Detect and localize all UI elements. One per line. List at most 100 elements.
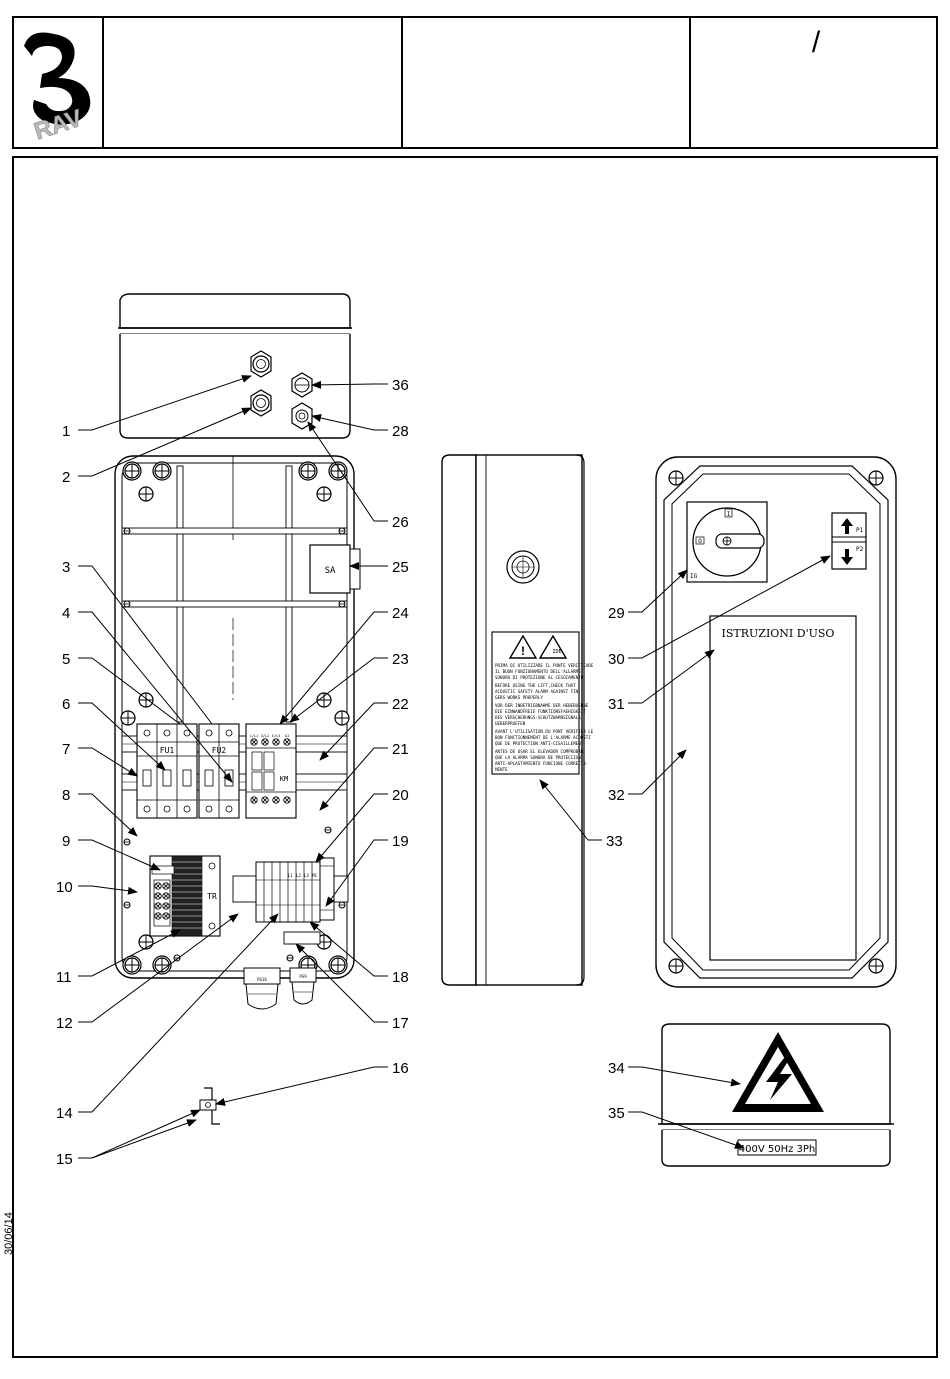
callout-3: 3 xyxy=(62,559,70,576)
svg-text:1/L1: 1/L1 xyxy=(250,734,258,738)
callout-20: 20 xyxy=(392,787,409,804)
relay-module xyxy=(319,857,335,921)
callout-numbers: 1 2 3 4 5 6 7 8 9 10 11 12 14 15 16 17 1… xyxy=(56,377,625,1168)
tr-label: TR xyxy=(207,892,217,901)
terminal-block: L1 L2 L3 PE xyxy=(255,861,321,923)
callout-26: 26 xyxy=(392,514,409,531)
panel-bottom-cover-view: 400V 50Hz 3Ph xyxy=(658,1023,894,1167)
warning-line: AVANT L'UTILISATION DU PONT VERIFIER LE xyxy=(495,729,594,734)
down-arrow-icon xyxy=(841,549,853,565)
voltage-plate-text: 400V 50Hz 3Ph xyxy=(739,1144,816,1155)
callout-28: 28 xyxy=(392,423,409,440)
gland-label-pg16: PG16 xyxy=(257,977,267,982)
p2-label: P2 xyxy=(856,546,864,553)
gland-label-pg9: PG9 xyxy=(299,974,307,979)
open-panel-front-view: SA FU1 xyxy=(114,455,361,1010)
callout-4: 4 xyxy=(62,605,70,622)
callout-18: 18 xyxy=(392,969,409,986)
callout-12: 12 xyxy=(56,1015,73,1032)
drawing-frame xyxy=(12,156,938,1358)
sa-box xyxy=(309,544,351,594)
fuse-holder-fu1: FU1 xyxy=(136,723,198,819)
callout-23: 23 xyxy=(392,651,409,668)
cable-gland-28 xyxy=(291,402,313,430)
callout-30: 30 xyxy=(608,651,625,668)
panel-closed-front-view: I O IG P1 P2 ISTRUZIONI D'USO xyxy=(655,456,897,988)
main-switch-ig[interactable]: I O IG xyxy=(686,501,768,583)
callout-31: 31 xyxy=(608,696,625,713)
switch-on-label: I xyxy=(727,511,731,518)
revision-mark: / xyxy=(812,26,821,59)
svg-text:3/L2: 3/L2 xyxy=(261,734,269,738)
callout-8: 8 xyxy=(62,787,70,804)
warning-line: IL BUON FUNZIONAMENTO DELL'ALLARME xyxy=(495,669,581,674)
terminal-label-l2: L2 xyxy=(296,873,301,878)
warning-line: ACOUSTIC SAFETY ALARM AGAINST FIN- xyxy=(495,689,581,694)
contactor-km: KM 1/L1 3/L2 5/L3 A1 xyxy=(245,723,297,819)
p1-label: P1 xyxy=(856,527,864,534)
cable-gland-2 xyxy=(250,389,272,417)
bottom-gland-pg9: PG9 xyxy=(289,967,317,1005)
cable-gland-36 xyxy=(291,372,313,398)
corner-screw xyxy=(122,461,142,481)
warning-line: DES VERSCHERUNGS-SCHUTZWARNSIGNALS xyxy=(495,715,581,720)
callout-2: 2 xyxy=(62,469,70,486)
callout-35: 35 xyxy=(608,1105,625,1122)
callout-22: 22 xyxy=(392,696,409,713)
panel-top-view xyxy=(118,293,352,439)
switch-ig-label: IG xyxy=(690,573,698,580)
high-voltage-warning-icon xyxy=(732,1032,824,1112)
safety-warning-label: ! IDE PRIMA DI UTILIZZARE IL PONTE VERIF… xyxy=(491,631,594,775)
warning-line: QUE DE PROTECTION ANTI-CISAILLEMENT xyxy=(495,741,584,746)
callout-15: 15 xyxy=(56,1151,73,1168)
instructions-plate: ISTRUZIONI D'USO xyxy=(709,615,857,961)
callout-11: 11 xyxy=(56,969,72,986)
sa-label: SA xyxy=(325,566,336,576)
callout-16: 16 xyxy=(392,1060,409,1077)
fuse-holder-fu2: FU2 xyxy=(198,723,240,819)
earth-terminal xyxy=(283,931,321,945)
pushbutton-panel-p1-p2[interactable]: P1 P2 xyxy=(831,512,867,570)
earth-clamp-detail xyxy=(199,1087,220,1125)
warning-line: BEFORE USING THE LIFT,CHECK THAT xyxy=(495,683,576,688)
warning-line: VOR DER INBETRIEBNAHME DER HEBEBUEHNE xyxy=(495,703,589,708)
warning-side-text: IDE xyxy=(552,649,561,655)
callout-7: 7 xyxy=(62,741,70,758)
fu1-label: FU1 xyxy=(160,746,175,755)
callout-10: 10 xyxy=(56,879,73,896)
warning-line: DIE EINWANDFREIE FUNKTIONSFAEHIGKEIT xyxy=(495,709,586,714)
callout-34: 34 xyxy=(608,1060,625,1077)
transformer-tr: TR xyxy=(149,855,221,937)
callout-6: 6 xyxy=(62,696,70,713)
callout-25: 25 xyxy=(392,559,409,576)
callout-33: 33 xyxy=(606,833,623,850)
warning-line: SONORO DI PROTEZIONE AL CESOIAMENTO xyxy=(495,675,584,680)
svg-text:5/L3: 5/L3 xyxy=(272,734,280,738)
warning-line: MENTE xyxy=(495,767,508,772)
date-code: 30/06/14 xyxy=(3,1212,15,1255)
instructions-title: ISTRUZIONI D'USO xyxy=(722,627,835,640)
terminal-label-l3: L3 xyxy=(304,873,309,878)
callout-29: 29 xyxy=(608,605,625,622)
callout-24: 24 xyxy=(392,605,409,622)
warning-line: ANTES DE USAR EL ELEVADOR COMPROBAR xyxy=(495,749,584,754)
bottom-gland-pg16: PG16 xyxy=(243,967,281,1010)
switch-off-label: O xyxy=(698,538,702,545)
terminal-label-pe: PE xyxy=(312,873,317,878)
callout-17: 17 xyxy=(392,1015,409,1032)
title-block: RAV / xyxy=(12,16,938,149)
callout-19: 19 xyxy=(392,833,409,850)
callout-14: 14 xyxy=(56,1105,73,1122)
callout-36: 36 xyxy=(392,377,409,394)
warning-line: GERS WORKS PROPERLY xyxy=(495,695,543,700)
fu2-label: FU2 xyxy=(212,746,227,755)
svg-text:!: ! xyxy=(521,644,525,658)
panel-side-view: ! IDE PRIMA DI UTILIZZARE IL PONTE VERIF… xyxy=(441,454,594,986)
cable-gland-1 xyxy=(250,350,272,378)
warning-line: ANTI-APLASTAMIENTO FUNCIONE CORRECTA- xyxy=(495,761,588,766)
callout-21: 21 xyxy=(392,741,409,758)
callout-5: 5 xyxy=(62,651,70,668)
km-label: KM xyxy=(280,775,288,783)
terminal-label-l1: L1 xyxy=(288,873,293,878)
